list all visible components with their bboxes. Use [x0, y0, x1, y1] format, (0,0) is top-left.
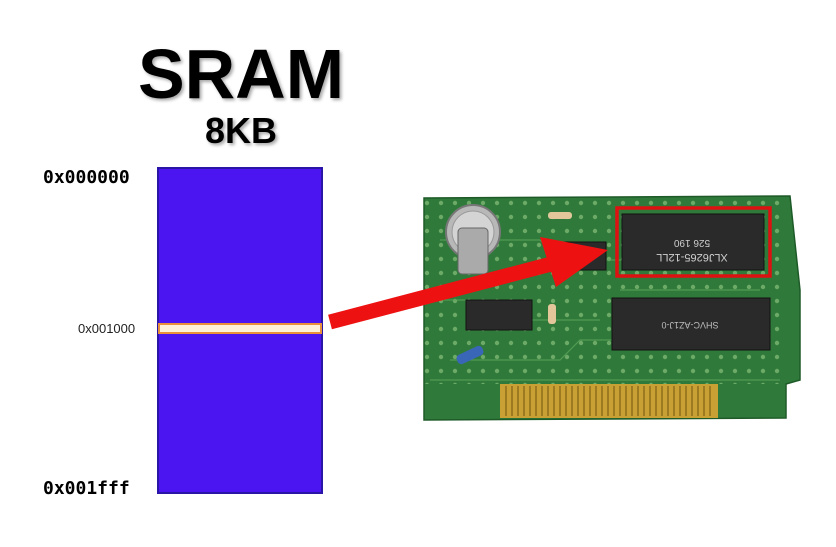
rom-chip-label: SHVC-AZ1J-0: [661, 320, 718, 330]
page-subtitle: 8KB: [204, 110, 278, 151]
memory-marker: [158, 323, 322, 334]
sram-chip-label-1: 526 190: [673, 237, 710, 248]
rom-chip: [611, 297, 771, 351]
small-chip-1: [465, 299, 533, 331]
marker-address-label: 0x001000: [78, 321, 136, 336]
capacitor: [456, 345, 484, 365]
pointer-arrow-line: [328, 255, 557, 330]
resistor-1: [548, 212, 572, 219]
connector-pins: [505, 386, 711, 416]
sram-chip-label-2: XLJ6265-12LL: [656, 251, 728, 263]
end-address-label: 0x001fff: [43, 478, 130, 499]
start-address-label: 0x000000: [43, 167, 130, 188]
sram-highlight-box: [615, 206, 772, 278]
resistor-2: [548, 304, 556, 324]
battery-clip: [457, 227, 489, 275]
sram-chip: [621, 213, 765, 271]
page-title: SRAM: [137, 35, 345, 113]
pointer-arrow-head: [540, 237, 608, 287]
